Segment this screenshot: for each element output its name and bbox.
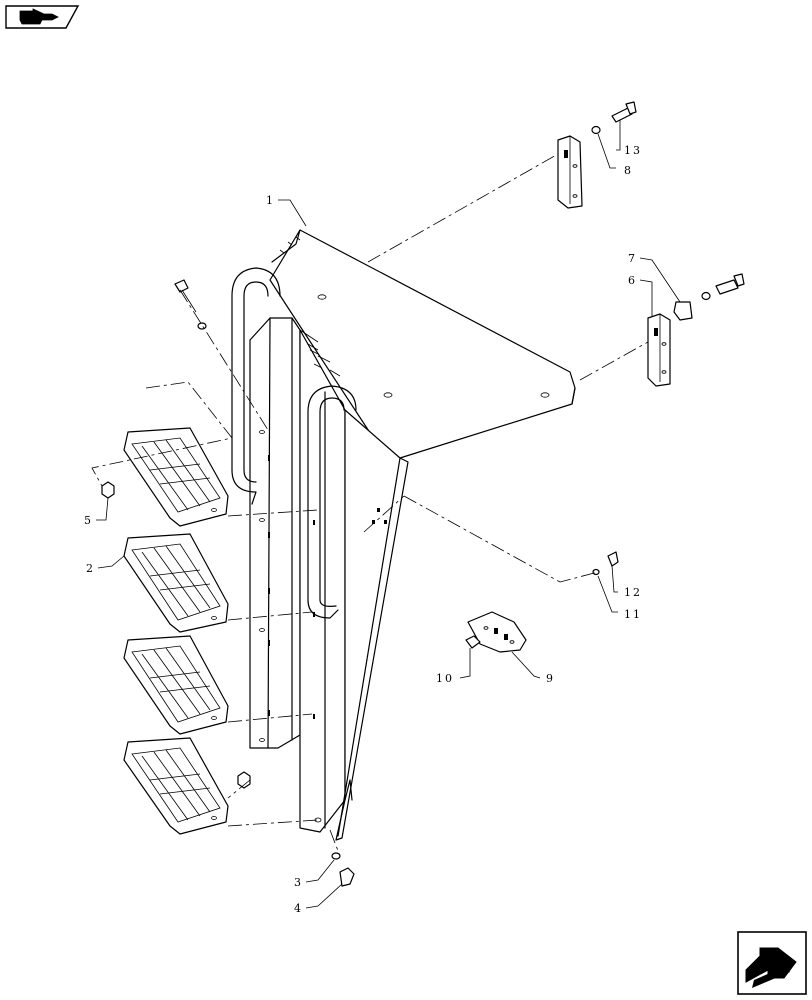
callout-5: 5 — [84, 514, 93, 527]
nut-5 — [101, 481, 115, 499]
assembly-lines — [91, 153, 649, 857]
callout-10: 10 — [436, 672, 454, 685]
callout-2: 2 — [86, 562, 95, 575]
mounting-plate-6 — [647, 313, 671, 387]
callout-9: 9 — [546, 672, 555, 685]
handrail-rear — [231, 267, 281, 505]
leader-lines — [96, 120, 681, 909]
hand-pointer-icon[interactable] — [5, 5, 80, 29]
washer-11 — [592, 568, 600, 576]
callout-12: 12 — [624, 586, 642, 599]
bolt-13 — [611, 101, 637, 123]
washer-top-left — [197, 322, 207, 330]
screw-10 — [465, 635, 481, 649]
plate-9 — [467, 611, 527, 653]
step-2 — [123, 533, 229, 633]
platform-bracket — [249, 229, 576, 841]
pin-4 — [339, 867, 355, 887]
bolt-top-left — [174, 279, 197, 313]
mounting-plate-upper — [557, 135, 583, 209]
callout-1: 1 — [266, 194, 275, 207]
next-page-arrow-icon[interactable] — [737, 931, 807, 995]
callout-6: 6 — [628, 274, 637, 287]
callout-4: 4 — [294, 902, 303, 915]
clip-7 — [673, 301, 693, 321]
nut-lower — [237, 771, 251, 789]
callout-8: 8 — [624, 164, 633, 177]
washer-8 — [591, 125, 601, 135]
handrail-front — [307, 385, 357, 619]
callout-11: 11 — [624, 608, 642, 621]
screw-12 — [607, 551, 619, 567]
step-3 — [123, 635, 229, 735]
step-1 — [123, 427, 229, 527]
washer-7 — [701, 291, 711, 301]
step-4 — [123, 737, 229, 835]
callout-3: 3 — [294, 876, 303, 889]
bolt-7 — [715, 273, 745, 295]
callout-13: 13 — [624, 144, 642, 157]
callout-7: 7 — [628, 252, 637, 265]
